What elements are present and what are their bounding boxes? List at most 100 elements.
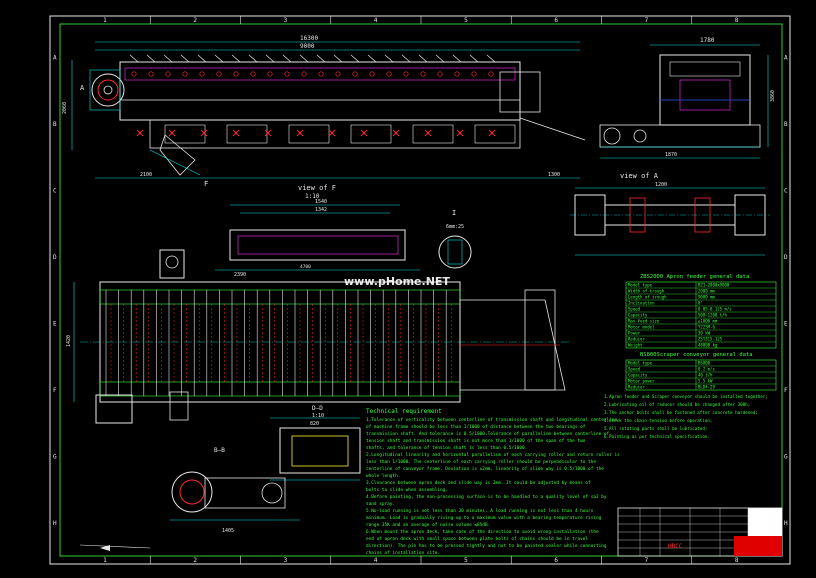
dim-right-height: 1870: [665, 152, 677, 158]
row-marker: B: [53, 121, 57, 128]
column-marker: 8: [735, 17, 739, 24]
right-notes: 1.Apron feeder and Scraper conveyor shou…: [604, 394, 768, 439]
tech-req-line: end of apron deck with small space betwe…: [366, 536, 588, 542]
section-bb-title: B—B: [214, 447, 225, 454]
tech-req-line: sand spray.: [366, 501, 395, 507]
row-marker: H: [53, 520, 57, 527]
table-cell-label: Motor power: [628, 379, 655, 384]
section-dd-scale: 1:10: [312, 413, 324, 419]
row-marker: G: [784, 453, 788, 460]
row-marker: E: [784, 320, 788, 327]
watermark: www.pHome.NET: [344, 275, 450, 288]
column-marker: 2: [193, 557, 197, 564]
view-of-f: view of F 1:10 1540 1342 4700: [215, 184, 420, 271]
title-block: HBCC: [617, 507, 783, 557]
table-cell-value: BLD4-29: [698, 385, 715, 390]
row-marker: A: [784, 54, 788, 61]
table-cell-value: 40 t/h: [698, 373, 713, 378]
view-a-title: view of A: [620, 172, 659, 180]
table-cell-value: 9000 mm: [698, 295, 715, 300]
right-note: 6.Painting as per technical specificatio…: [604, 434, 710, 439]
tech-req-line: less than 1/1000. The centerline of each…: [366, 459, 596, 465]
table-cell-label: Capacity: [628, 313, 648, 318]
dim-dd-width: 820: [310, 421, 319, 427]
section-mark-a: A: [80, 84, 85, 92]
table-cell-value: 2000 mm: [698, 289, 715, 294]
plan-view: 1420 2390: [66, 249, 570, 424]
row-marker: C: [53, 187, 57, 194]
table-cell-label: Speed: [628, 307, 641, 312]
table-cell-value: 5.5 kW: [698, 379, 713, 384]
dim-plan-width: 4700: [300, 264, 311, 270]
tech-req-line: 5.No-load running is not less than 30 mi…: [366, 508, 594, 514]
view-of-a: view of A 1200: [570, 172, 770, 256]
table-cell-value: 500-1200 t/h: [698, 313, 727, 318]
column-marker: 7: [645, 17, 649, 24]
tech-req-line: 4.Before painting, the non-processing su…: [366, 494, 607, 500]
table-cell-label: Capacity: [628, 373, 648, 378]
tech-req-line: range 35K and an average of noise volume…: [366, 522, 490, 528]
dim-right-end: 1300: [548, 172, 560, 178]
right-note: 3.The anchor bolts shall be fastened aft…: [604, 410, 758, 415]
dim-side-height: 2060: [62, 102, 68, 114]
row-marker: F: [53, 387, 57, 394]
row-marker: H: [784, 520, 788, 527]
section-mark-f: F: [204, 180, 208, 188]
column-marker: 4: [374, 557, 378, 564]
technical-requirement: Technical requirement 1.Tolerance of ver…: [366, 408, 620, 556]
tech-req-line: tension shaft and transmission shaft is …: [366, 438, 586, 444]
tech-req-line: chains of installation site.: [366, 550, 440, 556]
table-cell-value: Y225M-6: [698, 325, 715, 330]
row-marker: G: [53, 453, 57, 460]
column-marker: 3: [284, 17, 288, 24]
table-cell-value: 0.2 m/s: [698, 367, 715, 372]
detail-i-title: I: [452, 209, 456, 217]
column-marker: 5: [464, 17, 468, 24]
table-cell-label: Power: [628, 331, 641, 336]
side-elevation: 16300 9000 A F 2100 1300 2060: [62, 35, 586, 188]
tech-req-line: 3.Clearance between apron deck and slide…: [366, 480, 591, 486]
column-marker: 5: [464, 557, 468, 564]
row-marker: A: [53, 54, 57, 61]
section-dd: D—D 1:10 820: [270, 405, 361, 481]
table-cell-label: Width of trough: [628, 289, 665, 294]
table-cell-value: BS800: [698, 361, 711, 366]
scraper-table: BS800Scraper conveyor general data Model…: [625, 352, 777, 391]
row-marker: D: [53, 254, 57, 261]
right-note: 4.Check the chain tension before operati…: [604, 418, 712, 423]
table-cell-label: Length of trough: [628, 295, 667, 300]
table-cell-value: ≤1000 mm: [698, 319, 718, 324]
column-marker: 8: [735, 557, 739, 564]
tech-req-title: Technical requirement: [366, 408, 442, 415]
table-cell-label: Model type: [628, 283, 653, 288]
column-marker: 4: [374, 17, 378, 24]
table-cell-label: Reducer: [628, 385, 645, 390]
dim-left-offset: 2100: [140, 172, 152, 178]
table-cell-label: Speed: [628, 367, 641, 372]
section-bb: B—B 1405: [79, 447, 300, 551]
row-marker: B: [784, 121, 788, 128]
table-cell-label: Model type: [628, 361, 653, 366]
apron-table-title: ZBS2000 Apron feeder general data: [640, 274, 749, 280]
tech-req-line: direction). The pin has to be pressed ti…: [366, 543, 607, 549]
row-marker: D: [784, 254, 788, 261]
table-cell-value: 0°: [698, 301, 703, 306]
right-note: 5.All rotating parts shall be lubricated…: [604, 426, 707, 431]
dim-a-width: 1200: [655, 182, 667, 188]
view-f-title: view of F: [298, 184, 336, 192]
tech-req-line: whole length.: [366, 473, 400, 479]
view-f-scale: 1:10: [305, 193, 320, 200]
right-note: 1.Apron feeder and Scraper conveyor shou…: [604, 394, 768, 399]
dim-bb-width: 1405: [222, 528, 234, 534]
column-marker: 7: [645, 557, 649, 564]
tech-req-line: 6.When mount the apron deck, take care o…: [366, 529, 599, 535]
column-marker: 3: [284, 557, 288, 564]
tech-req-line: 1.Tolerance of verticality between cente…: [366, 417, 617, 423]
column-marker: 2: [193, 17, 197, 24]
column-marker: 6: [554, 17, 558, 24]
